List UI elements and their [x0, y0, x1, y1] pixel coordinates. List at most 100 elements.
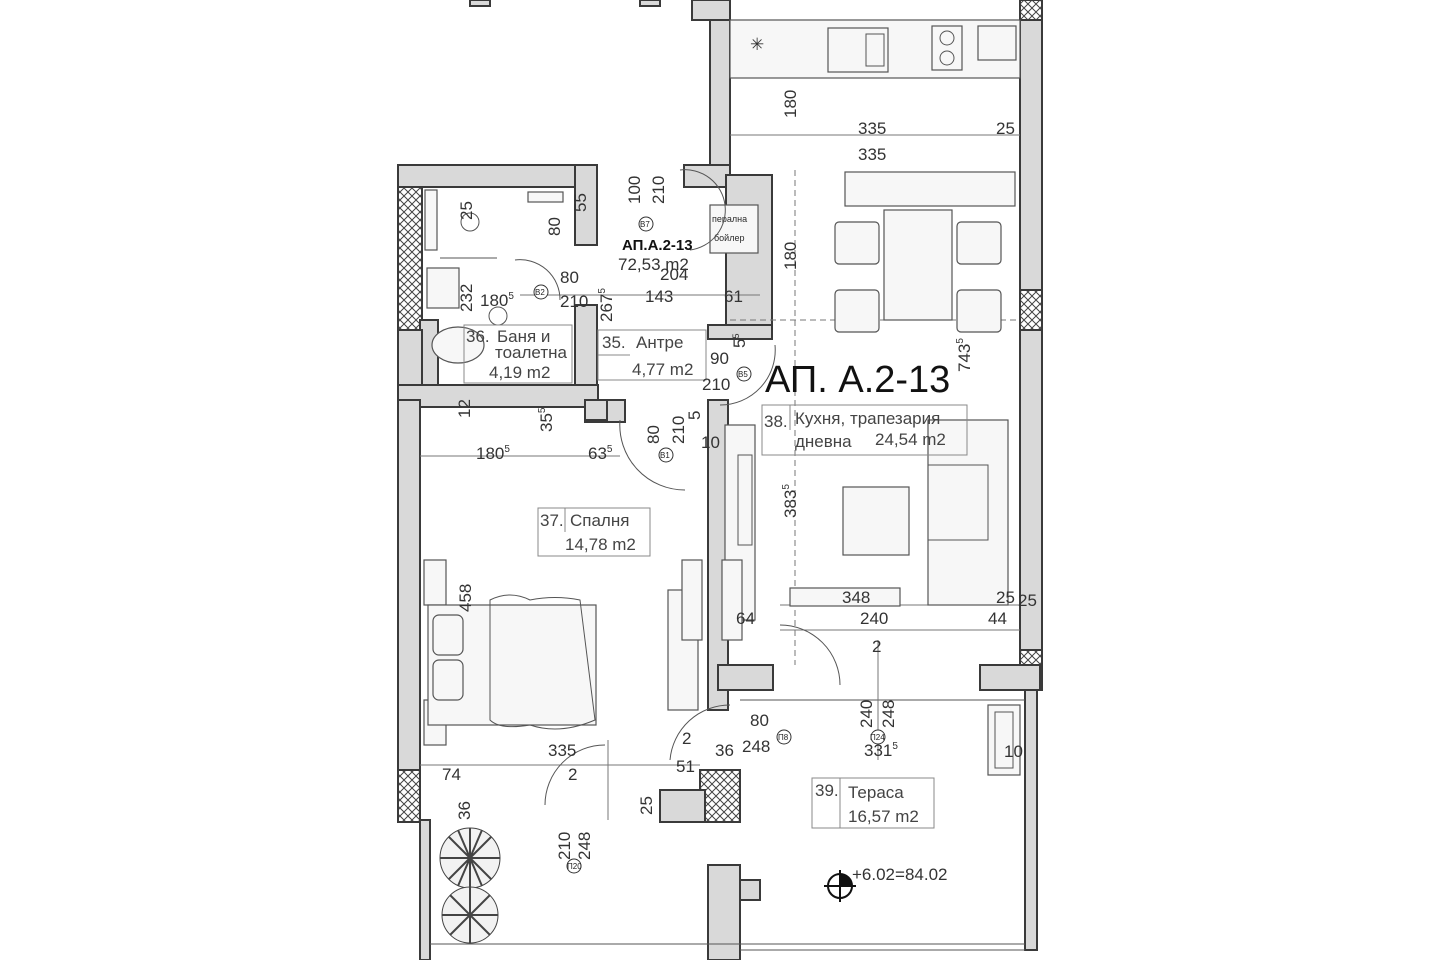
room-area-35: 4,77 m2 [632, 360, 693, 379]
dim-kitchen-h: 180 [781, 90, 800, 118]
door-tag-b2: B2 [535, 288, 545, 297]
sideboard [844, 171, 1016, 207]
dim-12: 12 [455, 399, 474, 418]
wall-bedroom-bottom-seg [659, 789, 706, 823]
plant-icon [439, 827, 501, 889]
dim-61: 61 [724, 287, 743, 306]
rug-edge [789, 587, 901, 607]
chair-2 [956, 221, 1002, 265]
dim-55: 55 [571, 193, 590, 212]
sink [827, 27, 889, 73]
dim-2c: 2 [568, 765, 577, 784]
dim-210c: 210 [702, 375, 730, 394]
dim-2a: 2 [872, 637, 881, 656]
dim-348: 348 [842, 588, 870, 607]
wall-kitchen-right [1019, 19, 1043, 291]
toilet [431, 326, 485, 364]
dim-210e: 210 [555, 832, 574, 860]
dim-kitchen-w1: 335 [858, 119, 886, 138]
door-tag-b7: B7 [640, 220, 650, 229]
wall-kitchen-left [709, 0, 731, 166]
dim-5b: 5 [685, 411, 704, 420]
room-name-35: Антре [636, 333, 683, 352]
dim-36a: 36 [715, 741, 734, 760]
apartment-code-small: АП.А.2-13 [622, 237, 693, 254]
dimension-labels: 335 25 335 204 80 210 143 61 1805 90 210… [442, 119, 1037, 784]
drain-icon [460, 212, 480, 232]
apartment-total-area: 72,53 m2 [618, 255, 689, 274]
dim-210a: 210 [649, 176, 668, 204]
kitchen-counter: ✳ [729, 19, 1021, 79]
plant-icon-2 [441, 886, 499, 944]
dim-80d: 80 [750, 711, 769, 730]
dim-64: 64 [736, 609, 755, 628]
doors: B7 B2 B5 B1 П8 П24 П20 [514, 169, 886, 874]
room-area-38: 24,54 m2 [875, 430, 946, 449]
door-swing-p20 [544, 744, 606, 806]
room-name-39: Тераса [848, 783, 904, 802]
dim-240a: 240 [860, 609, 888, 628]
door-tag-p8: П8 [778, 733, 789, 742]
room-name2-36: тоалетна [495, 343, 567, 362]
door-swing-p8 [669, 704, 731, 761]
wall-bath-left-insulated [397, 164, 423, 331]
wall-bedroom-top-corner [584, 399, 608, 421]
apartment-title: АП. А.2-13 [765, 359, 950, 401]
wall-living-bottom-left [717, 664, 774, 691]
dim-2b: 2 [682, 729, 691, 748]
room-name-38: Кухня, трапезария [795, 409, 940, 428]
door-tag-b1: B1 [660, 451, 670, 460]
level-mark: +6.02=84.02 [852, 865, 947, 884]
dim-204: 204 [660, 265, 688, 284]
terrace-bench [987, 704, 1021, 776]
boiler-box [709, 204, 759, 254]
room-num-37: 37. [540, 511, 564, 530]
dining-set [834, 171, 1016, 333]
dim-180-5b: 1805 [476, 444, 510, 463]
fridge [977, 25, 1017, 61]
wall-bath-top [397, 164, 585, 188]
room-area-36: 4,19 m2 [489, 363, 550, 382]
wall-top-right-insulated [1019, 0, 1043, 21]
terrace-column [739, 879, 761, 901]
towel-rail [527, 191, 564, 203]
room-box-37 [537, 507, 651, 557]
coffee-table [842, 486, 910, 556]
dim-267-5: 2675 [597, 288, 616, 322]
dim-335: 335 [548, 741, 576, 760]
dim-kitchen-w2: 335 [858, 145, 886, 164]
sink-basin [865, 33, 885, 67]
room-num-39: 39. [815, 781, 839, 800]
bed-blanket [489, 594, 596, 730]
chair-1 [834, 221, 880, 265]
dim-331-5: 3315 [864, 741, 898, 760]
dim-232: 232 [457, 284, 476, 312]
washbasin [426, 267, 460, 309]
room-box-38 [761, 404, 968, 456]
room-box-36 [463, 324, 573, 384]
door-swing-b7 [679, 169, 726, 251]
door-swing-b5 [719, 344, 776, 406]
dim-10b: 10 [1004, 742, 1023, 761]
dim-100: 100 [625, 176, 644, 204]
dining-table [883, 209, 953, 321]
wardrobe-door-2 [721, 559, 743, 641]
sofa [927, 419, 1009, 606]
wall-bedroom-left [397, 399, 421, 771]
nightstand-1 [423, 559, 447, 606]
door-swing-p24 [779, 624, 841, 686]
dim-kitchen-w1b: 25 [996, 119, 1015, 138]
dim-80a: 80 [545, 217, 564, 236]
terrace-furniture [439, 704, 1021, 944]
dim-36b: 36 [455, 801, 474, 820]
door-swing-b2 [514, 259, 561, 301]
dim-63-5: 635 [588, 444, 613, 463]
dim-143: 143 [645, 287, 673, 306]
terrace-pillar [707, 864, 741, 960]
room-num-38: 38. [764, 412, 788, 431]
terrace-wall-right [1024, 689, 1038, 951]
door-tag-b5: B5 [738, 370, 748, 379]
dim-383-5: 3835 [781, 484, 800, 518]
wall-kitchen-corner [691, 0, 731, 21]
dim-240b: 240 [857, 700, 876, 728]
